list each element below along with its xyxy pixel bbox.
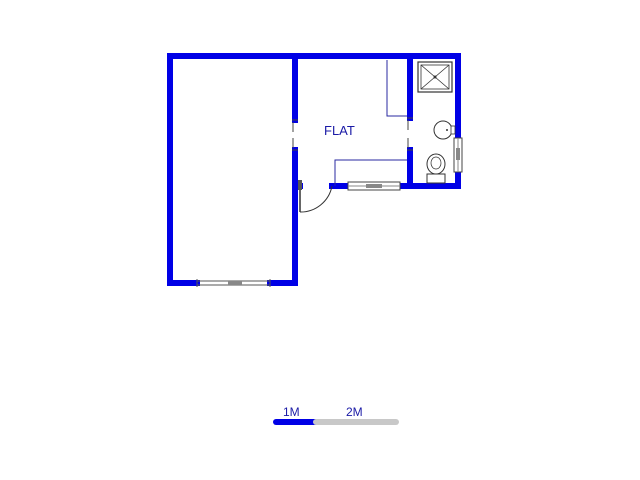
window-icon <box>347 181 401 191</box>
room-label-flat: FLAT <box>324 123 355 138</box>
garage-walls <box>167 53 461 286</box>
scale-label-1m: 1M <box>283 405 300 419</box>
scale-label-2m: 2M <box>346 405 363 419</box>
door-swing-icon <box>298 180 333 213</box>
basin-icon <box>433 120 456 140</box>
bathroom-opening <box>407 117 413 151</box>
scale-bar: 1M 2M <box>273 405 399 425</box>
garage-door-opening <box>196 279 271 287</box>
bathroom-window-icon <box>453 137 463 173</box>
shower-icon <box>417 61 453 93</box>
counter-lines <box>334 60 407 186</box>
divider-opening <box>292 119 298 151</box>
toilet-icon <box>426 153 446 184</box>
